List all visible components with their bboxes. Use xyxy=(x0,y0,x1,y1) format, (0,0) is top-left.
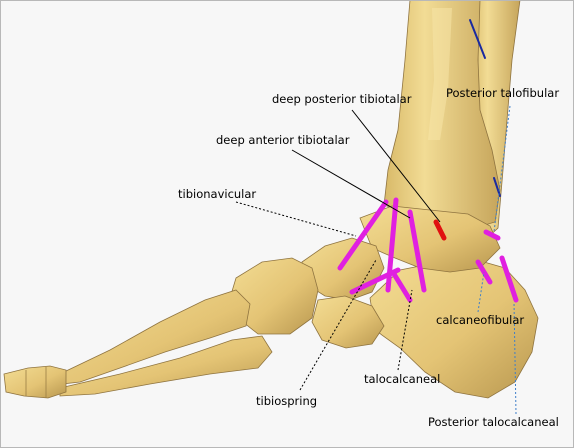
leader-posterior-talofibular xyxy=(493,105,511,233)
toe-bones xyxy=(3,365,67,399)
label-posterior-talocalcaneal: Posterior talocalcaneal xyxy=(428,415,559,429)
label-posterior-talofibular: Posterior talofibular xyxy=(446,86,560,100)
label-deep-posterior-tibiotalar: deep posterior tibiotalar xyxy=(272,92,412,106)
label-calcaneofibular: calcaneofibular xyxy=(436,313,525,327)
metatarsal-bones xyxy=(61,289,251,385)
label-talocalcaneal: talocalcaneal xyxy=(364,372,441,386)
ligament-blue-talofibular xyxy=(493,177,501,197)
leader-posterior-talocalcaneal xyxy=(513,301,517,415)
leader-talocalcaneal xyxy=(397,289,413,371)
ligament-tibionavicular xyxy=(337,199,389,271)
ligament-deep-posterior-tibiotalar xyxy=(433,219,447,241)
ligament-posterior-talofibular xyxy=(483,229,501,241)
leader-tibionavicular xyxy=(235,201,357,237)
label-tibionavicular: tibionavicular xyxy=(178,187,257,201)
tibia-highlight xyxy=(428,8,452,140)
label-tibiospring: tibiospring xyxy=(256,394,318,408)
leader-deep-anterior-tibiotalar xyxy=(291,149,411,219)
ligament-tibiospring-b xyxy=(407,209,427,293)
leader-tibiospring xyxy=(299,259,377,391)
cuboid-bone xyxy=(311,295,385,349)
metatarsal-bones-lower xyxy=(59,335,273,397)
ligament-posterior-talocalcaneal xyxy=(499,255,519,303)
ligament-talocalcaneal-b xyxy=(391,271,413,303)
toe-joint-lines xyxy=(25,367,47,398)
leader-deep-posterior-tibiotalar xyxy=(351,109,441,223)
label-deep-anterior-tibiotalar: deep anterior tibiotalar xyxy=(216,133,350,147)
leader-calcaneofibular xyxy=(477,271,485,313)
ligament-blue-fibular xyxy=(469,19,486,59)
